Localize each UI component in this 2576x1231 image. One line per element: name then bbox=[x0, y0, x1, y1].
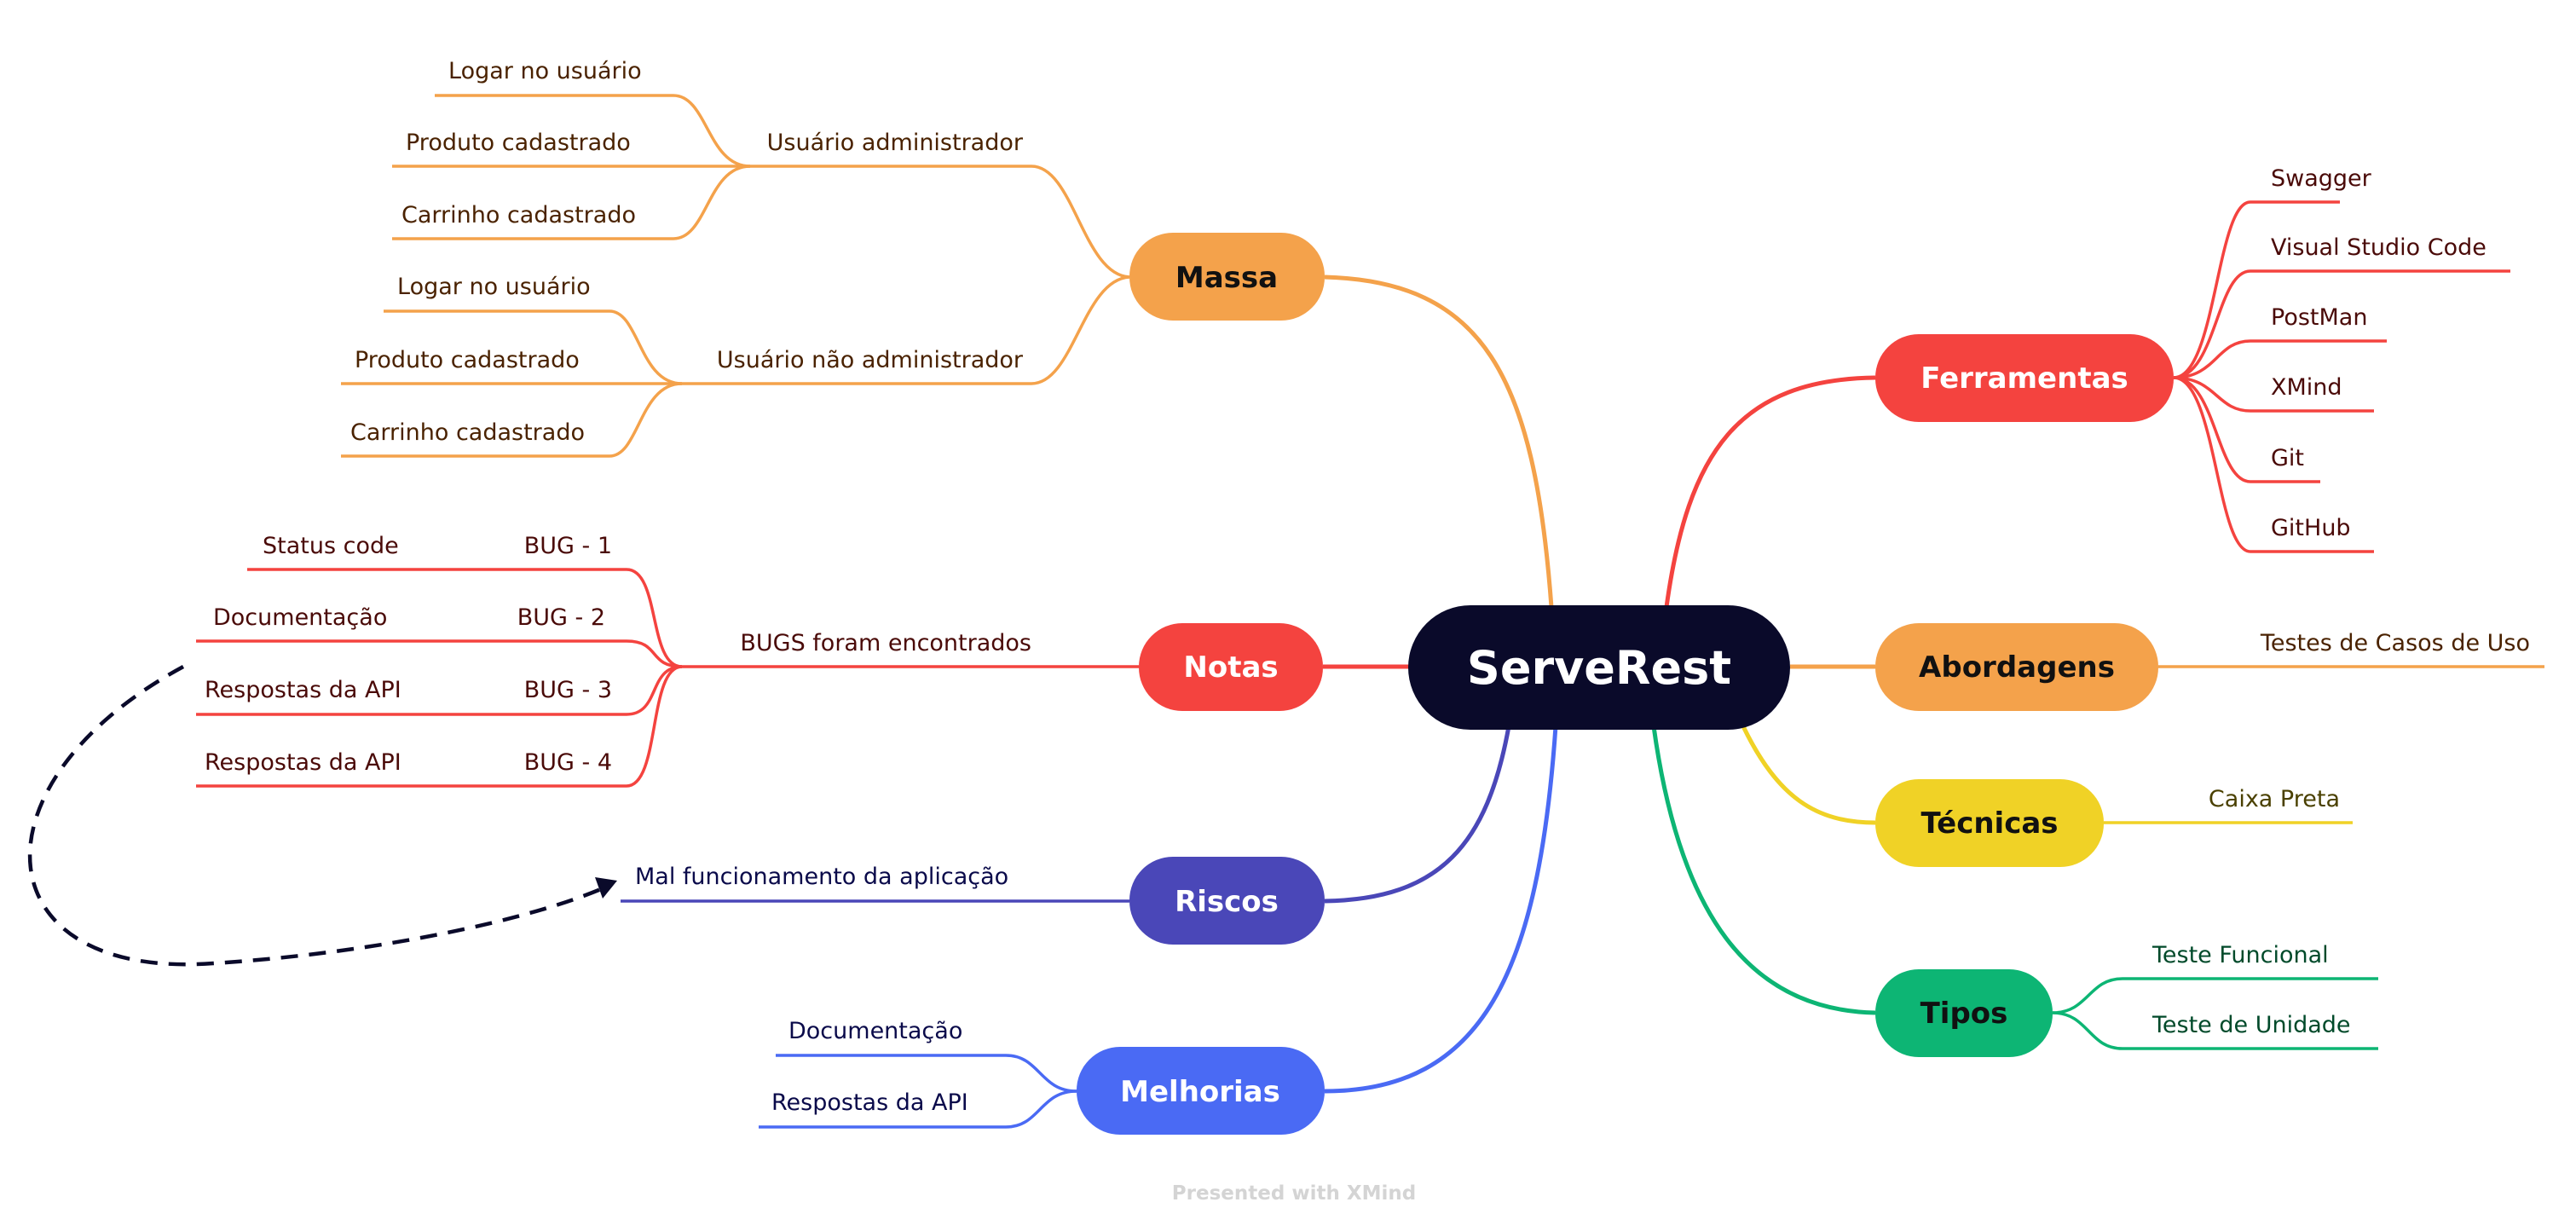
relationship-dashed-line bbox=[27, 665, 608, 967]
ferramentas-labels: Swagger Visual Studio Code PostMan XMind… bbox=[2271, 165, 2486, 541]
connector-nonadmin-leaf-1 bbox=[384, 309, 683, 385]
leaf-tool-git[interactable]: Git bbox=[2271, 445, 2304, 471]
leaf-admin-carrinho[interactable]: Carrinho cadastrado bbox=[401, 202, 636, 228]
topic-ferramentas-box bbox=[1875, 334, 2174, 422]
topic-ferramentas[interactable]: Ferramentas bbox=[1875, 334, 2174, 422]
topic-tecnicas-box bbox=[1875, 779, 2104, 867]
leaf-bug-4-id[interactable]: BUG - 4 bbox=[524, 749, 612, 776]
topic-tipos-label: Tipos bbox=[1920, 997, 2008, 1031]
leaf-mal-funcionamento[interactable]: Mal funcionamento da aplicação bbox=[635, 864, 1008, 890]
connector-bug-4 bbox=[196, 665, 683, 788]
central-topic[interactable]: ServeRest bbox=[1408, 605, 1790, 730]
riscos-melhorias-labels: Mal funcionamento da aplicação Documenta… bbox=[635, 864, 1008, 1116]
leaf-nonadmin-carrinho[interactable]: Carrinho cadastrado bbox=[350, 419, 585, 446]
central-connectors bbox=[1323, 275, 1876, 1094]
right-labels: Testes de Casos de Uso Caixa Preta Teste… bbox=[2151, 630, 2530, 1038]
topic-tecnicas-label: Técnicas bbox=[1920, 806, 2058, 841]
leaf-bug-3-id[interactable]: BUG - 3 bbox=[524, 677, 612, 703]
topic-melhorias-label: Melhorias bbox=[1120, 1075, 1280, 1109]
topic-notas-box bbox=[1139, 623, 1323, 711]
leaf-melhoria-documentacao[interactable]: Documentação bbox=[788, 1018, 962, 1044]
leaf-tool-xmind[interactable]: XMind bbox=[2271, 374, 2342, 401]
connector-teste-unidade bbox=[2052, 1011, 2378, 1050]
connector-bug-3 bbox=[196, 665, 683, 716]
connector-ferramentas bbox=[1664, 375, 1876, 608]
topic-massa-box bbox=[1129, 233, 1325, 321]
connector-tipos bbox=[1651, 725, 1876, 1015]
connector-tool-3 bbox=[2173, 339, 2387, 379]
topic-notas[interactable]: Notas bbox=[1139, 623, 1323, 711]
central-topic-box bbox=[1408, 605, 1790, 730]
leaf-bug-2-desc[interactable]: Documentação bbox=[213, 604, 387, 631]
footer-credit: Presented with XMind bbox=[1172, 1182, 1416, 1205]
connector-tool-4 bbox=[2173, 376, 2374, 413]
topic-tipos[interactable]: Tipos bbox=[1875, 969, 2053, 1057]
leaf-melhoria-respostas[interactable]: Respostas da API bbox=[771, 1089, 968, 1116]
massa-connectors bbox=[341, 94, 1130, 458]
topic-riscos-box bbox=[1129, 857, 1325, 945]
leaf-teste-funcional[interactable]: Teste Funcional bbox=[2151, 942, 2329, 968]
topic-massa[interactable]: Massa bbox=[1129, 233, 1325, 321]
subtopic-usuario-nao-admin[interactable]: Usuário não administrador bbox=[717, 347, 1024, 373]
topic-tecnicas[interactable]: Técnicas bbox=[1875, 779, 2104, 867]
leaf-tool-vscode[interactable]: Visual Studio Code bbox=[2271, 234, 2486, 261]
leaf-nonadmin-logar[interactable]: Logar no usuário bbox=[397, 274, 591, 300]
leaf-tool-swagger[interactable]: Swagger bbox=[2271, 165, 2372, 192]
ferramentas-connectors bbox=[2173, 200, 2510, 553]
topic-notas-label: Notas bbox=[1183, 650, 1278, 685]
connector-melhorias bbox=[1324, 725, 1558, 1094]
leaf-nonadmin-produto[interactable]: Produto cadastrado bbox=[355, 347, 580, 373]
connector-bug-2 bbox=[196, 639, 683, 668]
leaf-bug-1-id[interactable]: BUG - 1 bbox=[524, 533, 612, 559]
connector-tool-2 bbox=[2173, 269, 2510, 379]
melhorias-connectors bbox=[759, 1054, 1077, 1129]
relationship-arrow bbox=[27, 665, 617, 967]
massa-labels: Usuário administrador Usuário não admini… bbox=[350, 58, 1024, 446]
connector-teste-funcional bbox=[2052, 977, 2378, 1014]
topic-abordagens-label: Abordagens bbox=[1919, 650, 2115, 685]
connector-usuario-admin bbox=[750, 165, 1130, 279]
central-topic-label: ServeRest bbox=[1467, 641, 1731, 695]
notas-connectors bbox=[196, 568, 1139, 788]
leaf-casos-de-uso[interactable]: Testes de Casos de Uso bbox=[2260, 630, 2530, 656]
leaf-bug-1-desc[interactable]: Status code bbox=[263, 533, 399, 559]
topic-ferramentas-label: Ferramentas bbox=[1920, 361, 2128, 396]
subtopic-bugs-encontrados[interactable]: BUGS foram encontrados bbox=[740, 630, 1031, 656]
connector-melhoria-respostas bbox=[759, 1089, 1077, 1129]
connector-admin-leaf-3 bbox=[392, 165, 751, 240]
topic-melhorias-box bbox=[1077, 1047, 1325, 1135]
topic-melhorias[interactable]: Melhorias bbox=[1077, 1047, 1325, 1135]
topic-massa-label: Massa bbox=[1175, 261, 1278, 295]
leaf-bug-3-desc[interactable]: Respostas da API bbox=[205, 677, 401, 703]
connector-massa bbox=[1324, 275, 1554, 608]
connector-tool-5 bbox=[2173, 376, 2320, 483]
leaf-teste-unidade[interactable]: Teste de Unidade bbox=[2151, 1012, 2351, 1038]
leaf-admin-logar[interactable]: Logar no usuário bbox=[448, 58, 642, 84]
arrowhead-icon bbox=[595, 877, 617, 899]
leaf-bug-4-desc[interactable]: Respostas da API bbox=[205, 749, 401, 776]
connector-bug-1 bbox=[247, 568, 683, 668]
connector-melhoria-documentacao bbox=[776, 1054, 1077, 1093]
right-connectors bbox=[2052, 665, 2544, 1050]
topic-riscos-label: Riscos bbox=[1175, 885, 1279, 919]
connector-tool-1 bbox=[2173, 200, 2340, 379]
connector-riscos bbox=[1324, 725, 1511, 904]
connector-tool-6 bbox=[2173, 376, 2374, 553]
topic-riscos[interactable]: Riscos bbox=[1129, 857, 1325, 945]
connector-nonadmin-leaf-3 bbox=[341, 382, 683, 458]
topic-abordagens[interactable]: Abordagens bbox=[1875, 623, 2158, 711]
leaf-admin-produto[interactable]: Produto cadastrado bbox=[406, 130, 631, 156]
leaf-tool-github[interactable]: GitHub bbox=[2271, 515, 2351, 541]
leaf-caixa-preta[interactable]: Caixa Preta bbox=[2209, 786, 2340, 812]
leaf-tool-postman[interactable]: PostMan bbox=[2271, 304, 2367, 331]
topic-abordagens-box bbox=[1875, 623, 2158, 711]
leaf-bug-2-id[interactable]: BUG - 2 bbox=[517, 604, 605, 631]
connector-admin-leaf-1 bbox=[435, 94, 751, 168]
connector-usuario-nao-admin bbox=[682, 275, 1130, 385]
subtopic-usuario-admin[interactable]: Usuário administrador bbox=[767, 130, 1024, 156]
connector-tecnicas bbox=[1741, 725, 1876, 825]
notas-labels: BUGS foram encontrados Status code BUG -… bbox=[205, 533, 1031, 776]
topic-tipos-box bbox=[1875, 969, 2053, 1057]
